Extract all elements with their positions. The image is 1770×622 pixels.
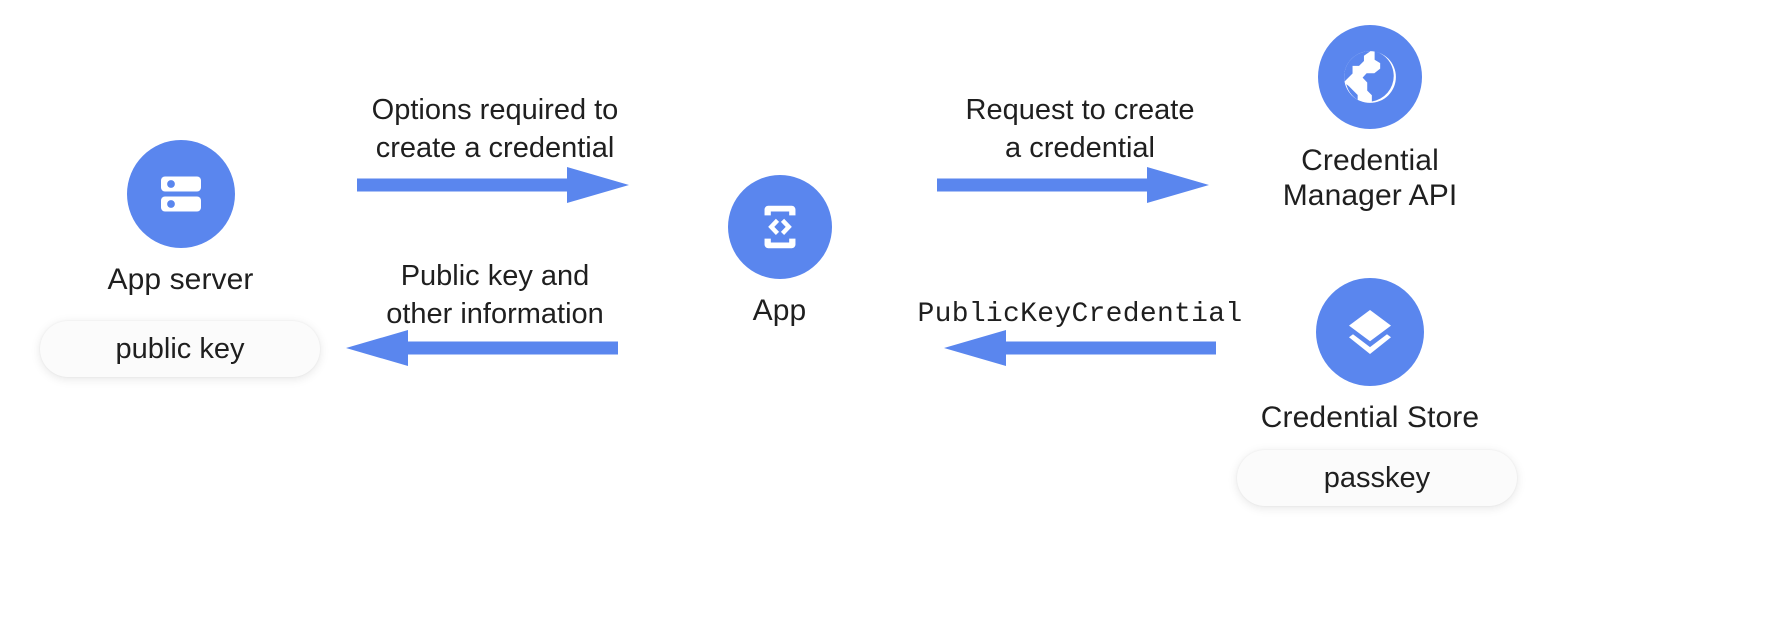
node-app: App <box>697 175 862 328</box>
layers-icon <box>1316 278 1424 386</box>
node-label-app-server: App server <box>107 263 254 296</box>
pill-public-key: public key <box>40 321 320 377</box>
pill-label-public-key: public key <box>115 332 245 365</box>
arrow-label-public-key-and-other-information: Public key and other information <box>386 260 604 330</box>
node-credential-store: Credential Store <box>1240 278 1500 435</box>
node-label-app: App <box>752 294 807 327</box>
server-icon <box>126 140 235 248</box>
pill-label-passkey: passkey <box>1323 461 1431 494</box>
arrow-request-to-create <box>937 162 1209 208</box>
node-credential-manager-api: Credential Manager API <box>1225 25 1515 213</box>
node-label-credential-store: Credential Store <box>1260 401 1480 434</box>
arrow-label-request-to-create: Request to create a credential <box>965 94 1195 164</box>
node-app-server: App server <box>98 140 263 297</box>
arrow-public-key-credential <box>928 325 1216 371</box>
arrow-public-key-and-other-information <box>330 325 618 371</box>
arrow-label-public-key-credential: PublicKeyCredential <box>917 299 1243 330</box>
globe-icon <box>1318 25 1422 129</box>
arrow-label-options-required: Options required to create a credential <box>371 94 619 164</box>
phone-code-icon <box>727 175 832 279</box>
arrow-options-required <box>357 162 629 208</box>
pill-passkey: passkey <box>1237 450 1517 506</box>
node-label-credential-manager-api: Credential Manager API <box>1282 144 1458 213</box>
